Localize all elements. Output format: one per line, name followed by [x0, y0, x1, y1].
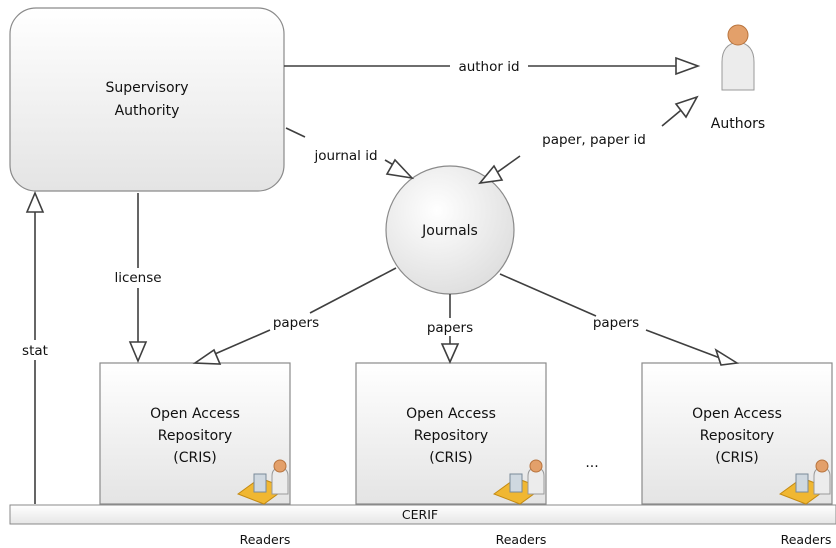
journals-node: Journals: [385, 165, 515, 295]
papers-left-edge-bottom: [207, 329, 271, 358]
papers-right-label: papers: [593, 315, 639, 331]
author-id-arrowhead: [675, 56, 701, 76]
repository-2-line1: Open Access: [406, 406, 496, 422]
stat-label: stat: [22, 343, 48, 359]
paper-id-arrowhead-authors: [674, 95, 699, 119]
papers-right-edge-top: [499, 273, 597, 317]
repository-2-line3: (CRIS): [429, 450, 472, 466]
reader-workstation-icon: [492, 459, 545, 505]
stat-arrowhead: [25, 190, 45, 213]
cerif-label: CERIF: [402, 507, 438, 522]
journal-id-label: journal id: [313, 148, 377, 164]
repository-1-line3: (CRIS): [173, 450, 216, 466]
authors-node: Authors: [711, 24, 765, 132]
license-label: license: [114, 270, 161, 286]
repository-1-line2: Repository: [158, 428, 232, 444]
repository-node-1: Open Access Repository (CRIS): [99, 362, 291, 505]
repository-node-2: Open Access Repository (CRIS): [355, 362, 547, 505]
author-person-icon: [721, 24, 755, 91]
repository-3-line2: Repository: [700, 428, 774, 444]
papers-left-edge-top: [309, 267, 397, 314]
supervisory-authority-line2: Authority: [115, 103, 180, 119]
reader-workstation-icon: [778, 459, 831, 505]
reader-workstation-icon: [236, 459, 289, 505]
readers-label-1: Readers: [240, 532, 291, 547]
repository-3-line3: (CRIS): [715, 450, 758, 466]
license-arrowhead: [128, 341, 148, 364]
repository-1-line1: Open Access: [150, 406, 240, 422]
readers-label-2: Readers: [496, 532, 547, 547]
papers-middle-label: papers: [427, 320, 473, 336]
cerif-bar: CERIF: [9, 504, 836, 525]
journals-label: Journals: [421, 223, 478, 239]
paper-paper-id-label: paper, paper id: [542, 132, 646, 148]
ellipsis: ...: [585, 455, 598, 471]
supervisory-authority-node: Supervisory Authority: [9, 7, 285, 192]
papers-right-arrowhead: [714, 348, 740, 366]
papers-middle-arrowhead: [440, 343, 460, 364]
papers-left-arrowhead: [192, 348, 222, 365]
papers-left-label: papers: [273, 315, 319, 331]
repository-2-line2: Repository: [414, 428, 488, 444]
paper-id-arrowhead-journals: [478, 164, 504, 185]
journal-id-edge-start: [285, 127, 306, 138]
journal-id-arrowhead: [385, 158, 415, 180]
repository-3-line1: Open Access: [692, 406, 782, 422]
repository-node-3: Open Access Repository (CRIS): [641, 362, 833, 505]
author-id-label: author id: [458, 59, 519, 75]
authors-label: Authors: [711, 116, 765, 132]
papers-right-edge-bottom: [645, 329, 721, 359]
readers-label-3: Readers: [781, 532, 832, 547]
supervisory-authority-line1: Supervisory: [105, 80, 188, 96]
